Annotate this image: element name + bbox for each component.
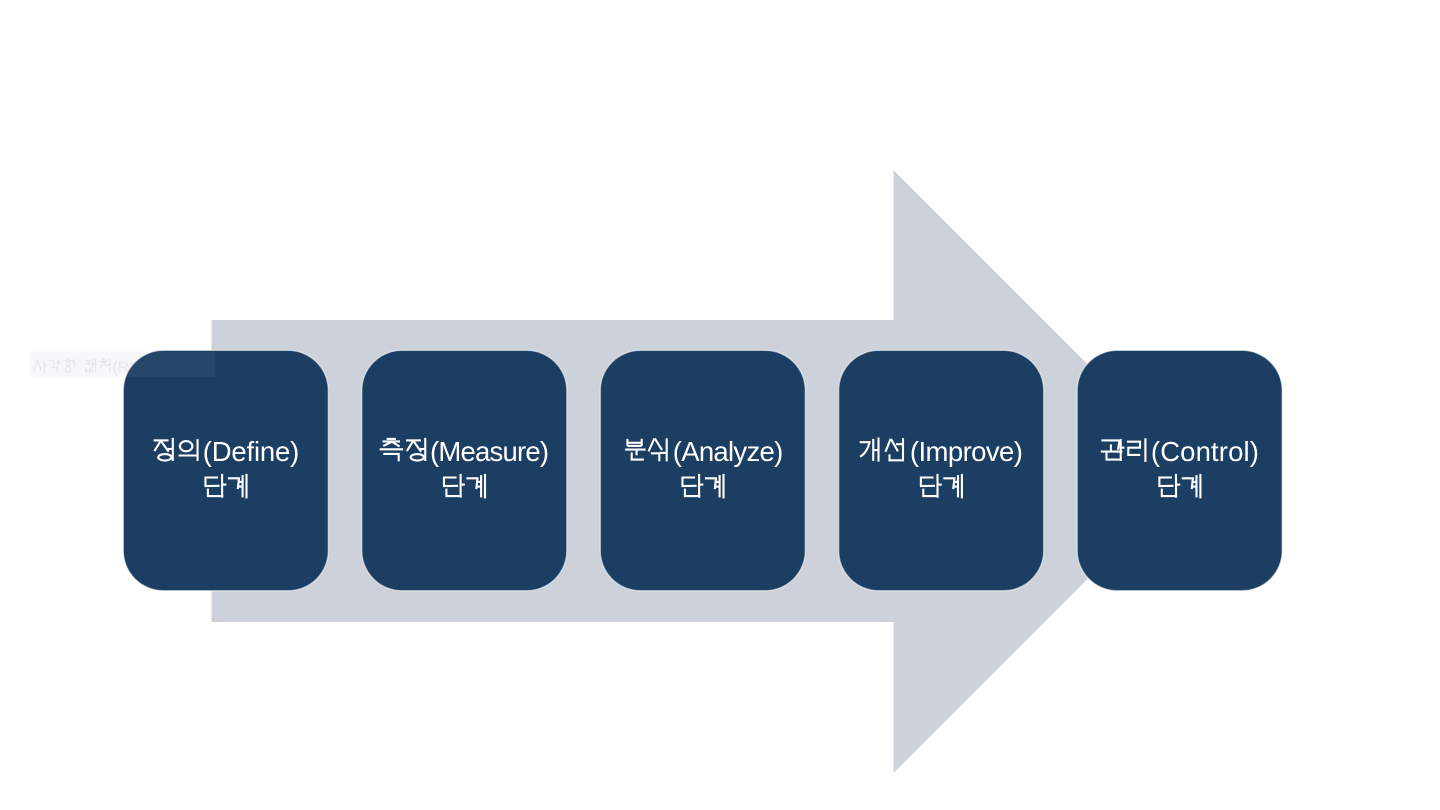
svg-text:(Control): (Control) — [1151, 436, 1259, 467]
svg-text:(Analyze): (Analyze) — [673, 436, 784, 467]
svg-text:(Measure): (Measure) — [430, 436, 549, 467]
svg-text:(R): (R) — [112, 360, 134, 377]
svg-text:(Improve): (Improve) — [910, 436, 1023, 467]
svg-text:(Define): (Define) — [203, 436, 300, 467]
